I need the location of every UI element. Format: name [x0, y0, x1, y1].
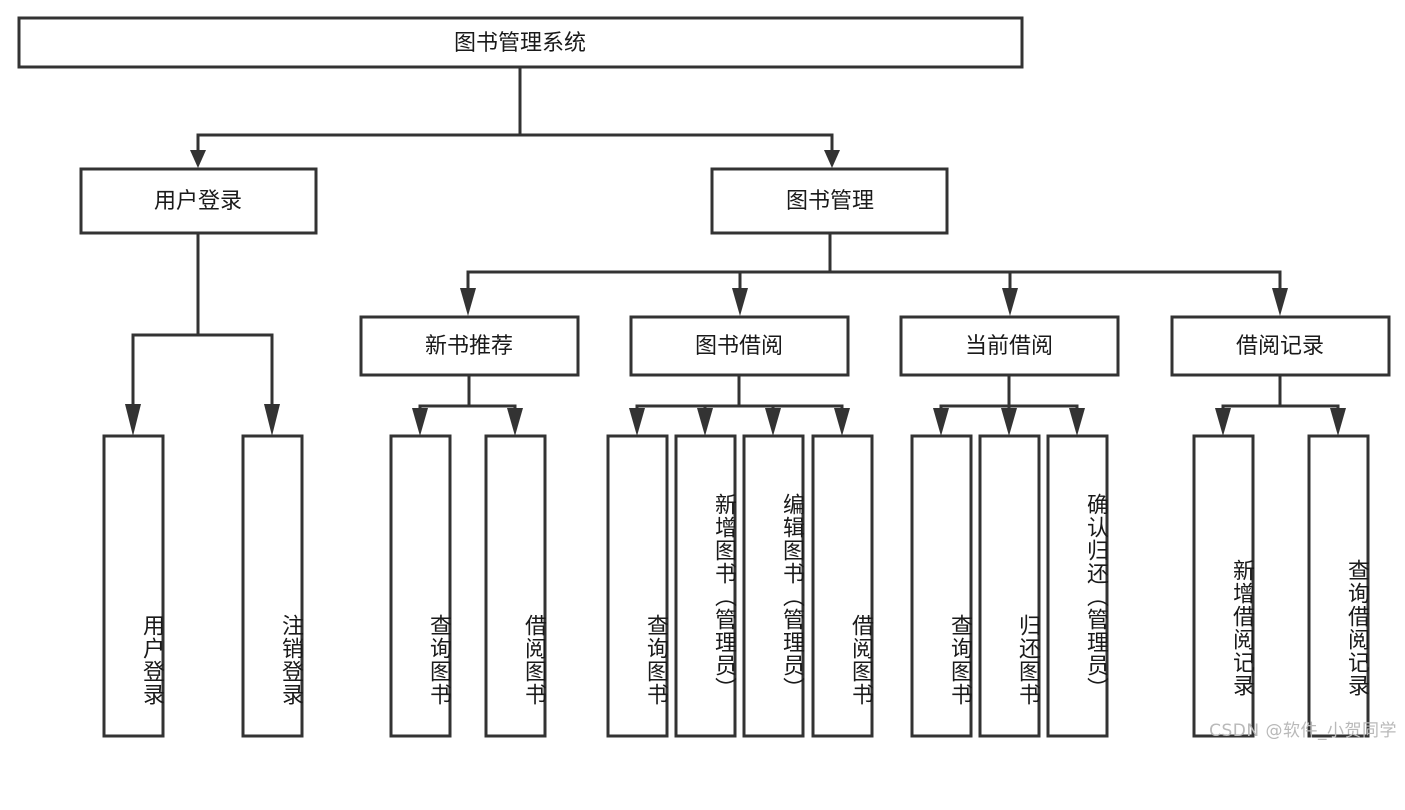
node-user-login[interactable]: 用户登录: [79, 167, 318, 235]
node-book-management[interactable]: 图书管理: [710, 167, 949, 235]
node-book-management-label: 图书管理: [786, 189, 874, 214]
leaf-boxes-borrow-record: [1192, 434, 1370, 738]
leaf-box[interactable]: [241, 434, 304, 738]
node-new-book-recommend-label: 新书推荐: [425, 334, 513, 359]
diagram-svg: 图书管理系统 用户登录 图书管理 新书推荐 图书借阅 当前借阅 借阅记录: [17, 16, 1391, 738]
connector-userlogin-to-leaves: [125, 231, 280, 436]
leaf-boxes-book-borrow: [606, 434, 874, 738]
connector-borrowrecord-to-leaves: [1215, 373, 1346, 436]
leaf-box[interactable]: [674, 434, 737, 738]
leaf-box[interactable]: [1046, 434, 1109, 738]
connector-root-to-level1: [190, 66, 840, 168]
diagram-canvas: 图书管理系统 用户登录 图书管理 新书推荐 图书借阅 当前借阅 借阅记录: [17, 16, 1397, 741]
leaf-boxes-user-login: [102, 434, 304, 738]
leaf-box[interactable]: [811, 434, 874, 738]
node-book-borrow[interactable]: 图书借阅: [629, 315, 850, 377]
node-root-label: 图书管理系统: [454, 31, 586, 56]
leaf-boxes-new-book-recommend: [389, 434, 547, 738]
node-new-book-recommend[interactable]: 新书推荐: [359, 315, 580, 377]
connector-bookborrow-to-leaves: [629, 373, 850, 436]
leaf-box[interactable]: [910, 434, 973, 738]
leaf-box[interactable]: [742, 434, 805, 738]
node-borrow-record-label: 借阅记录: [1236, 334, 1324, 359]
node-current-borrow[interactable]: 当前借阅: [899, 315, 1120, 377]
leaf-box[interactable]: [978, 434, 1041, 738]
node-current-borrow-label: 当前借阅: [965, 334, 1053, 359]
leaf-box[interactable]: [102, 434, 165, 738]
leaf-box[interactable]: [606, 434, 669, 738]
leaf-box[interactable]: [1192, 434, 1255, 738]
connector-currentborrow-to-leaves: [933, 373, 1085, 436]
leaf-box[interactable]: [1307, 434, 1370, 738]
watermark: CSDN @软件_小贺同学: [1209, 721, 1397, 741]
leaf-boxes-current-borrow: [910, 434, 1109, 738]
node-book-borrow-label: 图书借阅: [695, 334, 783, 359]
connector-newbook-to-leaves: [412, 373, 523, 436]
leaf-box[interactable]: [389, 434, 452, 738]
node-borrow-record[interactable]: 借阅记录: [1170, 315, 1391, 377]
connector-bookmgmt-to-level2: [460, 231, 1288, 316]
leaf-box[interactable]: [484, 434, 547, 738]
node-root[interactable]: 图书管理系统: [17, 16, 1024, 69]
node-user-login-label: 用户登录: [154, 189, 242, 214]
